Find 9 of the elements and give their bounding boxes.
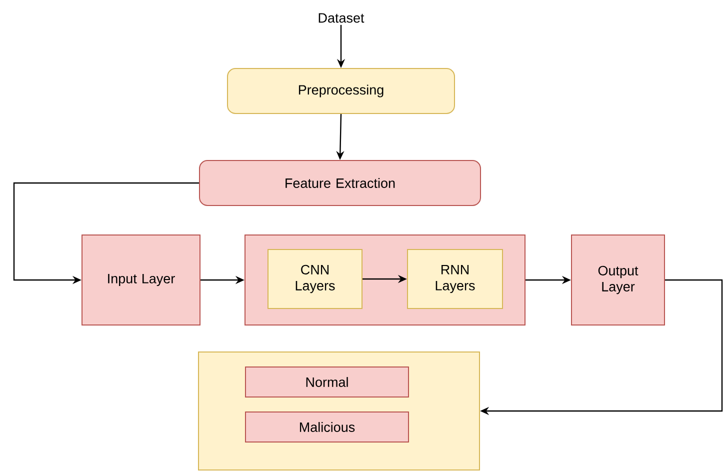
class-box: Normal	[245, 366, 409, 398]
layer-box: CNN Layers	[268, 249, 362, 309]
input-label: Dataset	[318, 13, 364, 23]
class-box: Malicious	[245, 412, 409, 442]
layer-box: RNN Layers	[407, 249, 503, 309]
layer-box: Input Layer	[82, 234, 200, 326]
layer-box: Output Layer	[571, 234, 665, 326]
process-box: Preprocessing	[227, 68, 455, 114]
process-box: Feature Extraction	[199, 160, 481, 206]
